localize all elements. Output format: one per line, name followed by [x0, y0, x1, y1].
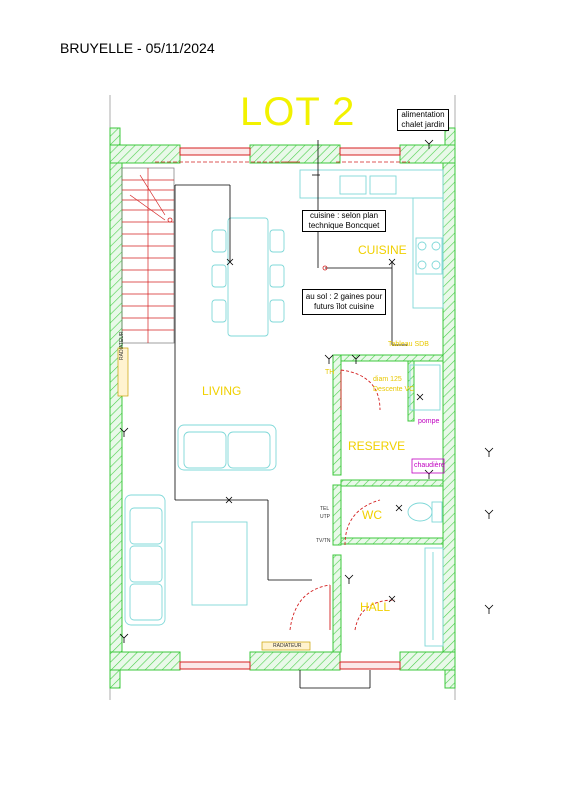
lot-title: LOT 2: [240, 90, 356, 134]
label-tel: TEL: [320, 506, 330, 512]
equipment-boxes: [411, 458, 445, 474]
label-th: TH: [325, 369, 335, 376]
label-tv: TV/TN: [316, 538, 331, 544]
note-au-sol: au sol : 2 gaines pour futurs îlot cuisi…: [302, 289, 386, 315]
electric-symbols: [155, 161, 410, 271]
kitchen-counters: [299, 169, 444, 309]
electrical-wiring: [174, 140, 408, 689]
room-label-reserve: RESERVE: [348, 439, 406, 453]
exterior-walls: [109, 127, 456, 689]
light-points: [225, 258, 424, 603]
room-label-cuisine: CUISINE: [358, 243, 407, 257]
sofa: [177, 424, 277, 471]
windows: [179, 147, 401, 670]
interior-walls: [332, 354, 444, 653]
note-cuisine: cuisine : selon plan technique Boncquet: [302, 210, 386, 232]
room-label-hall: HALL: [360, 600, 391, 614]
label-utp: UTP: [320, 514, 330, 520]
note-alimentation: alimentation chalet jardin: [397, 109, 449, 131]
label-diam: diam 125: [373, 376, 402, 383]
lounge-furniture: [124, 494, 248, 626]
room-label-living: LIVING: [202, 384, 242, 398]
dining-table: [211, 217, 285, 337]
label-radiateur-left: RADIATEUR: [119, 331, 125, 360]
doors: [289, 369, 396, 631]
socket-symbols: [119, 139, 494, 643]
staircase: [121, 167, 175, 344]
label-pompe: pompe: [418, 418, 440, 425]
label-radiateur-bottom: RADIATEUR: [273, 643, 302, 649]
label-descente: Descente VC: [373, 386, 415, 393]
label-tableau-sdb: Tableau SDB: [388, 341, 429, 348]
page-title: BRUYELLE - 05/11/2024: [60, 40, 215, 56]
label-chaudiere: chaudière: [414, 462, 445, 469]
sanitary-fixtures: [407, 364, 444, 647]
room-label-wc: WC: [362, 508, 382, 522]
radiators: [117, 347, 311, 651]
